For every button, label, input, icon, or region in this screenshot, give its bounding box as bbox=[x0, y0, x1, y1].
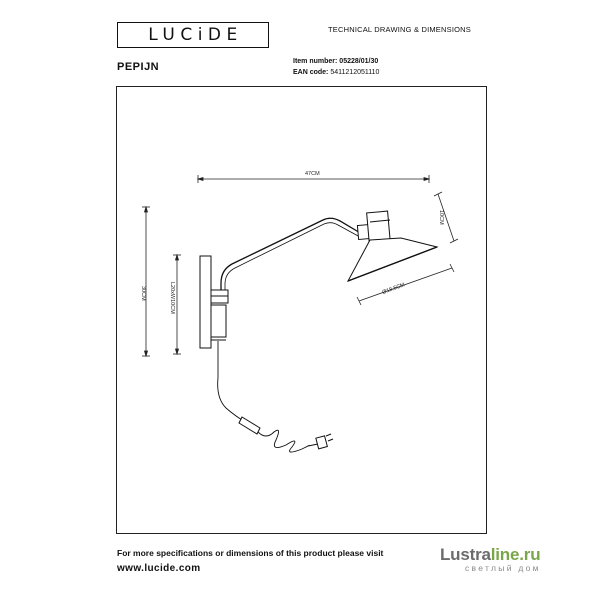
switch-box bbox=[210, 304, 227, 338]
watermark-brand: Lustraline.ru bbox=[440, 546, 590, 564]
wall-plate bbox=[199, 255, 212, 349]
power-cable bbox=[217, 341, 251, 425]
dim-shade-diameter-line bbox=[356, 263, 455, 306]
dim-width-line bbox=[196, 175, 431, 183]
footer-url-link[interactable]: www.lucide.com bbox=[117, 563, 201, 574]
logo-text: LUCiDE bbox=[148, 25, 243, 45]
lamp-shade bbox=[346, 237, 439, 282]
lucide-logo: LUCiDE bbox=[117, 22, 269, 48]
dim-plate-label: L20xW10CM bbox=[169, 282, 175, 314]
watermark-brand-part2: line.ru bbox=[490, 545, 541, 564]
dim-width-label: 47CM bbox=[305, 171, 320, 177]
product-name: PEPIJN bbox=[117, 61, 160, 73]
dim-shade-diameter-label: Ø18.5CM bbox=[382, 282, 407, 296]
ean-code: EAN code: 5411212051110 bbox=[293, 69, 379, 76]
drawing-frame bbox=[116, 86, 487, 534]
power-plug bbox=[315, 435, 328, 450]
watermark-brand-part1: Lustra bbox=[440, 545, 491, 564]
dim-total-height-line bbox=[142, 205, 150, 358]
lamp-arm bbox=[220, 217, 363, 290]
dim-total-height-label: 30CM bbox=[140, 286, 146, 301]
dim-plate-line bbox=[173, 253, 181, 356]
watermark-subtitle: светлый дом bbox=[465, 563, 541, 573]
dim-shade-height-label: 10CM bbox=[438, 210, 444, 225]
footer-info-text: For more specifications or dimensions of… bbox=[117, 548, 384, 558]
watermark: Lustraline.ru светлый дом bbox=[440, 546, 590, 586]
document-type: TECHNICAL DRAWING & DIMENSIONS bbox=[328, 25, 471, 34]
item-number-label: Item number: bbox=[293, 58, 338, 65]
inline-switch bbox=[238, 416, 261, 435]
dim-shade-height-line bbox=[433, 191, 459, 244]
item-number-value: 05228/01/30 bbox=[339, 58, 379, 65]
lamp-body bbox=[199, 210, 439, 453]
ean-label: EAN code: bbox=[293, 69, 329, 76]
ean-value: 5411212051110 bbox=[330, 69, 380, 76]
item-number: Item number: 05228/01/30 bbox=[293, 58, 378, 65]
